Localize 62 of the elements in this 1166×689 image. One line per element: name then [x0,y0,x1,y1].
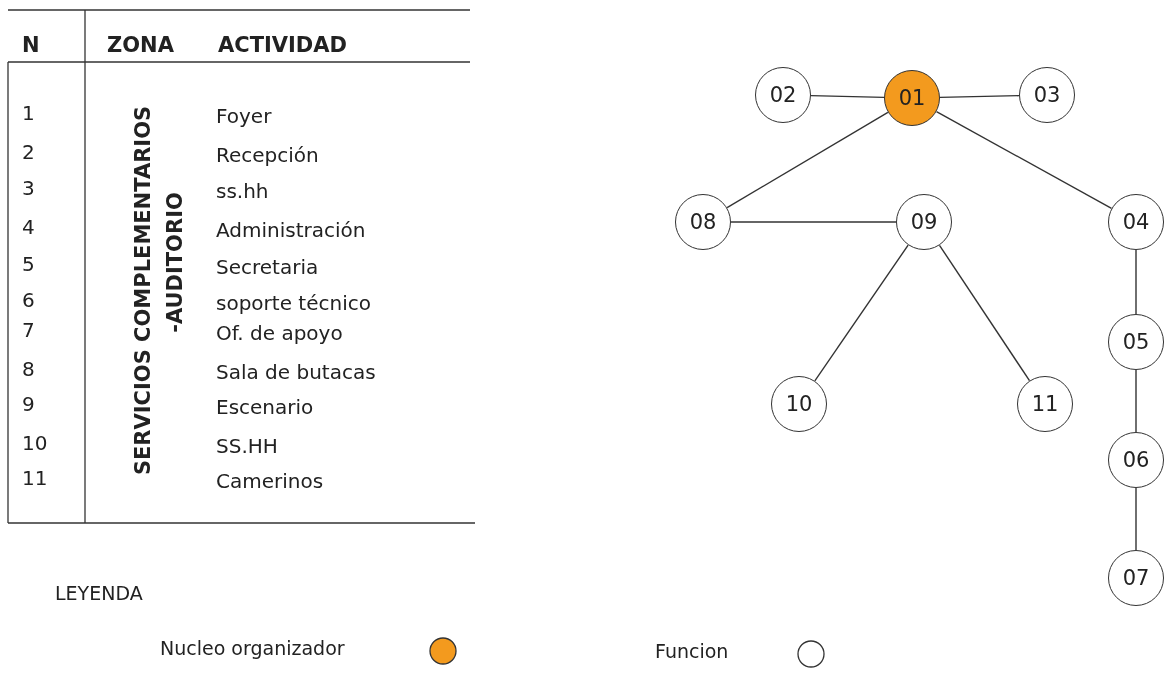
function-circle [1108,550,1164,606]
function-circle [1108,432,1164,488]
node-number: 05 [1122,330,1150,354]
activity-label: Secretaria [216,257,319,277]
zone-label: -AUDITORIO [164,191,186,333]
activity-label: Sala de butacas [216,362,376,382]
column-header: ZONA [107,34,174,56]
node-number: 03 [1033,83,1061,107]
activity-label: soporte técnico [216,293,371,313]
node-number: 07 [1122,566,1150,590]
legend-title: LEYENDA [55,583,143,603]
row-number: 2 [22,142,35,162]
function-circle [1017,376,1073,432]
core-circle [884,70,940,126]
function-circle [896,194,952,250]
node-number: 10 [785,392,813,416]
connector-line [726,111,889,209]
connector-line [730,221,897,223]
activity-label: Foyer [216,106,272,126]
activity-label: SS.HH [216,436,278,456]
node-number: 04 [1122,210,1150,234]
function-circle [1108,194,1164,250]
activity-label: Recepción [216,145,319,165]
activity-label: Administración [216,220,366,240]
row-number: 3 [22,178,35,198]
activity-label: Camerinos [216,471,324,491]
node-number: 01 [898,86,926,110]
connector-line [1135,487,1137,551]
connector-line [939,94,1020,99]
row-number: 10 [22,433,48,453]
column-header: ACTIVIDAD [218,34,347,56]
column-header: N [22,34,40,56]
connector-line [1135,369,1137,433]
row-number: 5 [22,254,35,274]
legend-text: Funcion [655,641,729,661]
zone-label: SERVICIOS COMPLEMENTARIOS [132,105,154,475]
node-number: 02 [769,83,797,107]
activity-label: ss.hh [216,181,269,201]
row-number: 11 [22,468,48,488]
node-number: 08 [689,210,717,234]
legend-text: Nucleo organizador [160,638,345,658]
row-number: 1 [22,103,35,123]
row-number: 7 [22,320,35,340]
function-circle [771,376,827,432]
function-circle [755,67,811,123]
connector-line [935,110,1113,210]
connector-line [1135,249,1137,315]
function-circle [675,194,731,250]
node-number: 11 [1031,392,1059,416]
row-number: 4 [22,217,35,237]
row-number: 6 [22,290,35,310]
node-number: 06 [1122,448,1150,472]
connector-line [938,244,1031,382]
node-number: 09 [910,210,938,234]
activity-label: Escenario [216,397,314,417]
connector-line [810,94,885,99]
connector-line [814,244,909,382]
row-number: 8 [22,359,35,379]
activity-label: Of. de apoyo [216,323,343,343]
row-number: 9 [22,394,35,414]
function-circle [1019,67,1075,123]
function-circle [1108,314,1164,370]
